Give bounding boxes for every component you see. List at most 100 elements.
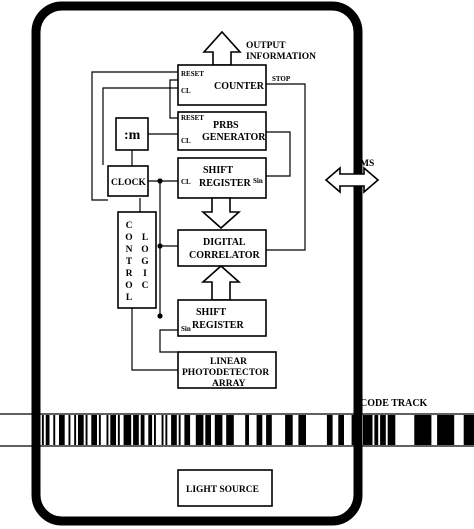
code-track-bar — [123, 415, 132, 445]
counter-stop-port: STOP — [272, 75, 291, 83]
code-track-bar — [437, 415, 455, 445]
photodetector-to-shift-line — [159, 329, 178, 353]
code-track-bar — [266, 415, 272, 445]
code-track-bar — [214, 415, 223, 445]
reset-line — [169, 79, 178, 119]
code-track-bar — [161, 415, 164, 445]
code-track-bar — [117, 415, 120, 445]
control-logic-letter: C — [126, 221, 133, 231]
code-track-bar — [184, 415, 191, 445]
ms-bidirectional-arrow — [324, 166, 380, 194]
code-track-bar — [110, 415, 116, 445]
code-track-bar — [387, 415, 396, 445]
clock-block: CLOCK — [107, 165, 149, 197]
control-logic-letter: R — [126, 269, 133, 279]
shift1-label-line1: SHIFT — [203, 165, 233, 176]
shift1-cl-port: CL — [181, 178, 191, 186]
code-track-bar — [374, 415, 379, 445]
shift1-sin-port: Sin — [253, 177, 263, 185]
control-logic-letter: I — [143, 269, 147, 279]
shift2-label-line1: SHIFT — [196, 307, 226, 318]
code-track-bar — [256, 415, 263, 445]
correlator-to-counter-stop-line — [266, 83, 306, 251]
code-track-bar — [380, 415, 386, 445]
prbs-to-shift-line — [266, 131, 291, 177]
code-track-bar — [148, 415, 153, 445]
code-track-bar — [85, 415, 88, 445]
code-track-bar — [414, 415, 432, 445]
code-track-bar — [133, 415, 139, 445]
code-track-bar — [53, 415, 56, 445]
counter-block: RESET CL COUNTER STOP — [177, 64, 291, 106]
light-source-label: LIGHT SOURCE — [186, 485, 259, 495]
code-track-bar — [195, 415, 204, 445]
prbs-reset-port: RESET — [181, 114, 204, 122]
prbs-label-line1: PRBS — [213, 120, 239, 131]
correlator-label-line1: DIGITAL — [203, 237, 246, 248]
shift2-to-correlator-arrow — [200, 264, 242, 301]
control-logic-letter: L — [126, 293, 132, 303]
code-track-bar — [165, 415, 168, 445]
photodetector-label-line3: ARRAY — [212, 379, 246, 389]
light-source-block: LIGHT SOURCE — [177, 469, 273, 507]
photodetector-label-line1: LINEAR — [210, 357, 247, 367]
clock-to-correlator-line — [159, 181, 178, 247]
counter-cl-line — [102, 87, 178, 165]
code-track-bar — [205, 415, 211, 445]
code-track-bar — [171, 415, 177, 445]
code-track-bar — [338, 415, 344, 445]
code-track-bar — [285, 415, 293, 445]
junction-dot — [157, 243, 163, 249]
code-track-bar — [326, 415, 333, 445]
clock-label: CLOCK — [111, 178, 146, 188]
junction-dot — [157, 313, 163, 319]
photodetector-array-block: LINEAR PHOTODETECTOR ARRAY — [177, 351, 277, 389]
code-track-bar — [140, 415, 145, 445]
shift2-label-line2: REGISTER — [192, 320, 244, 331]
control-logic-letter: G — [141, 257, 149, 267]
code-track-bar — [363, 415, 373, 445]
left-bus-line — [91, 182, 108, 201]
counter-cl-port: CL — [181, 87, 191, 95]
control-logic-letter: O — [125, 281, 132, 291]
clock-to-counter-line — [91, 71, 178, 182]
shift1-to-correlator-arrow — [200, 197, 242, 230]
connection-lines — [91, 71, 306, 371]
code-track-bar — [59, 415, 65, 445]
code-track-bar — [178, 415, 181, 445]
control-logic-letter: L — [142, 233, 148, 243]
correlator-label-line2: CORRELATOR — [189, 250, 261, 261]
control-logic-letter: C — [142, 281, 149, 291]
code-track-bar — [351, 415, 358, 445]
control-to-photodetector-line — [131, 308, 178, 371]
shift1-label-line2: REGISTER — [199, 178, 251, 189]
code-track-bar — [68, 415, 71, 445]
control-logic-letter: T — [126, 257, 133, 267]
shift-register-2-block: Sin SHIFT REGISTER — [177, 299, 267, 337]
code-track-bar — [98, 415, 101, 445]
code-track — [0, 413, 474, 447]
code-track-bar — [91, 415, 97, 445]
shift-register-1-block: CL Sin SHIFT REGISTER — [177, 157, 267, 199]
ms-label: MS — [360, 159, 374, 169]
counter-label: COUNTER — [214, 81, 265, 92]
control-logic-letter: O — [141, 245, 148, 255]
code-track-bar — [106, 415, 109, 445]
output-label-line2: INFORMATION — [246, 52, 316, 62]
code-track-bar — [463, 415, 474, 445]
control-logic-letter: N — [126, 245, 133, 255]
shift2-sin-port: Sin — [181, 325, 191, 333]
code-track-bar — [226, 415, 234, 445]
prbs-cl-port: CL — [181, 137, 191, 145]
counter-reset-port: RESET — [181, 70, 204, 78]
code-track-bar — [154, 415, 156, 445]
divider-m-block: :m — [115, 117, 149, 151]
code-track-bar — [78, 415, 84, 445]
code-track-bars — [41, 415, 474, 445]
prbs-generator-block: RESET CL PRBS GENERATOR — [177, 111, 267, 151]
photodetector-label-line2: PHOTODETECTOR — [182, 368, 269, 378]
